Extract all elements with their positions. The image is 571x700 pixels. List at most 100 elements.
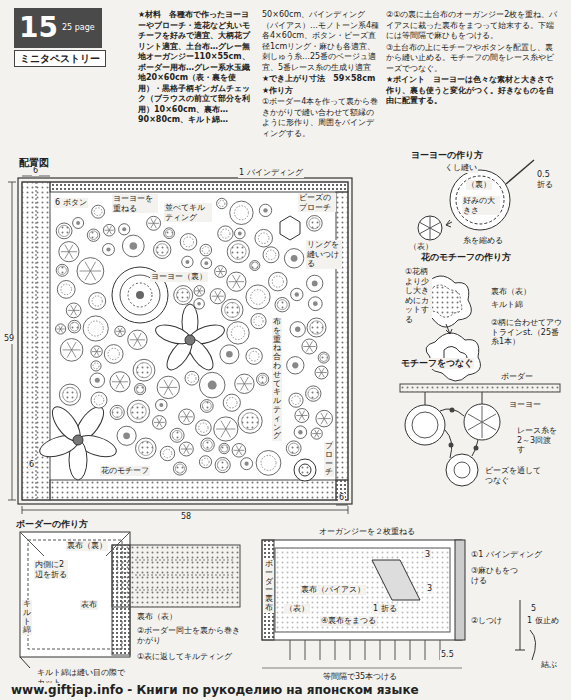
section-heading: ヨーヨーの作り方 [410, 150, 484, 161]
yoyo-motif [194, 286, 205, 297]
yoyo-motif [313, 301, 318, 306]
yoyo-motif [318, 413, 331, 425]
yoyo-motif [182, 256, 193, 267]
yoyo-motif [83, 316, 108, 341]
yoyo-motif [219, 443, 229, 453]
yoyo-motif [223, 394, 240, 411]
yoyo-motif [106, 247, 110, 251]
yoyo-motif [159, 380, 177, 396]
yoyo-motif [226, 351, 233, 358]
yoyo-motif [309, 218, 320, 229]
dimension-label: 5 [530, 604, 537, 614]
yoyo-motif [316, 410, 333, 427]
tapestry-part [8, 182, 16, 183]
yoyo-motif [234, 446, 245, 455]
yoyo-motif [68, 305, 80, 315]
section-heading: モチーフをつなぐ [400, 358, 474, 369]
yoyo-motif [170, 428, 184, 442]
yoyo-motif [179, 409, 195, 425]
yoyo-motif [298, 430, 302, 434]
yoyo-diagram-part [418, 216, 442, 240]
tapestry-part [18, 178, 352, 504]
assembly-diagram-part [262, 540, 462, 640]
yoyo-motif [153, 416, 167, 430]
annotation-label: ヨーヨーを重ねる [112, 194, 158, 213]
yoyo-motif [295, 409, 309, 423]
yoyo-motif [56, 324, 66, 334]
yoyo-motif [131, 404, 147, 420]
yoyo-motifs [56, 198, 333, 475]
yoyo-motif [235, 228, 246, 239]
annotation-label: オーガンジーを２枚重ねる [318, 527, 416, 537]
annotation-label: ③麻ひもをつける [470, 566, 522, 585]
yoyo-motif [185, 371, 199, 385]
yoyo-motif [163, 449, 172, 458]
yoyo-motif [188, 374, 196, 382]
yoyo-motif [180, 234, 197, 251]
motif-join-diagram-part [425, 392, 482, 458]
annotation-label: 内側に2辺を折る [34, 560, 68, 579]
yoyo-motif [200, 244, 212, 256]
yoyo-motif [251, 314, 266, 329]
flower-diagram-part [446, 324, 452, 334]
tapestry-part-part [73, 435, 83, 445]
annotation-label: 等間隔で35本つける [322, 672, 398, 682]
tapestry-part [50, 182, 348, 192]
motif-join-diagram-part [400, 384, 560, 392]
yoyo-motif [59, 242, 79, 262]
yoyo-motif [289, 393, 303, 407]
border-diagram-part [112, 545, 240, 607]
yoyo-motif [148, 218, 159, 228]
yoyo-motif [225, 302, 240, 317]
motif-join-diagram-part [449, 443, 454, 448]
yoyo-motif [238, 409, 262, 433]
yoyo-motif [227, 322, 249, 344]
yoyo-motif [216, 421, 235, 438]
yoyo-motif [315, 366, 328, 379]
yoyo-motif [92, 348, 101, 356]
yoyo-motif [266, 250, 276, 260]
yoyo-motif [255, 229, 273, 247]
yoyo-motif [221, 445, 228, 452]
yoyo-motif [235, 374, 254, 393]
yoyo-motif [246, 348, 262, 364]
yoyo-motif [77, 258, 104, 285]
yoyo-motif [89, 231, 98, 240]
annotation-label: 糸を縮める [462, 236, 504, 246]
tapestry-part [336, 192, 348, 480]
yoyo-motif [217, 198, 227, 208]
assembly-diagram-part [372, 560, 420, 600]
yoyo-motif [156, 244, 168, 256]
yoyo-motif [127, 400, 149, 422]
yoyo-motif [157, 376, 179, 398]
page-reference: 25 page [62, 24, 95, 32]
motif-join-diagram-part [468, 406, 496, 438]
annotation-label: 1 折る [372, 604, 398, 614]
yoyo-motif [259, 204, 271, 216]
annotation-label: キルト綿 [22, 600, 32, 635]
yoyo-motif [231, 326, 244, 339]
assembly-diagram-part [455, 540, 465, 640]
yoyo-motif [316, 368, 326, 377]
yoyo-motif [184, 237, 194, 247]
yoyo-motif [218, 226, 233, 241]
yoyo-motif [91, 392, 107, 408]
node-title: 15 [19, 14, 58, 42]
dimension-label: 58 [180, 512, 192, 522]
body-text: 50×60cm、バインディング（バイアス）…モノトーン系4種各4×60cm、ボタ… [262, 10, 380, 73]
yoyo-motif [263, 208, 267, 212]
annotation-label: 裏布（裏） [66, 541, 108, 551]
motif-join-diagram-part [412, 412, 438, 438]
motif-join-diagram [400, 384, 560, 486]
yoyo-motif [238, 232, 242, 236]
yoyo-motif [202, 458, 209, 465]
yoyo-motif [199, 423, 208, 432]
yoyo-motif [199, 372, 225, 398]
yoyo-motif [227, 241, 249, 263]
yoyo-motif [128, 330, 147, 349]
annotation-label: リングを縫いつける [306, 240, 342, 269]
chapter-badge: 15 25 page [14, 8, 102, 48]
yoyo-motif [91, 346, 102, 357]
annotation-label: ②ボーダー同士を裏から巻きかがり [136, 626, 242, 645]
yoyo-motif [130, 242, 138, 250]
